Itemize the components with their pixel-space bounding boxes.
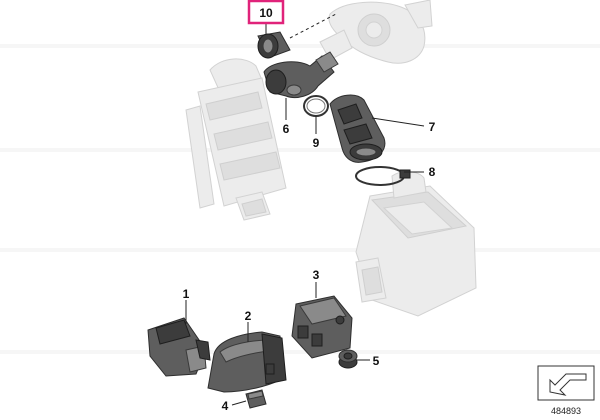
intercooler-ghost	[185, 58, 287, 221]
callout-6[interactable]: 6	[283, 122, 290, 136]
callout-2[interactable]: 2	[245, 309, 252, 323]
part-4-pad[interactable]	[245, 389, 267, 409]
callouts: 1 2 3 4 5 6 7 8 9 10	[183, 0, 436, 413]
callout-4[interactable]: 4	[222, 399, 229, 413]
callout-5[interactable]: 5	[373, 354, 380, 368]
callout-10[interactable]: 10	[259, 6, 273, 20]
leader-lines	[185, 13, 425, 406]
part-7-hose[interactable]	[329, 94, 386, 163]
callout-3[interactable]: 3	[313, 268, 320, 282]
callout-7[interactable]: 7	[429, 120, 436, 134]
part-2-duct[interactable]	[207, 331, 287, 393]
reference-block: 484893	[537, 365, 595, 416]
callout-1[interactable]: 1	[183, 287, 190, 301]
highlight-box-10	[247, 0, 285, 25]
callout-8[interactable]: 8	[429, 165, 436, 179]
reference-arrow-icon	[549, 373, 587, 396]
part-5-grommet[interactable]	[338, 349, 358, 369]
watermark	[0, 44, 600, 354]
callout-9[interactable]: 9	[313, 136, 320, 150]
part-9-ring[interactable]	[303, 95, 329, 117]
part-8-clamp[interactable]	[355, 166, 411, 186]
turbocharger-ghost	[319, 0, 433, 64]
part-6-elbow[interactable]	[263, 51, 339, 99]
air-filter-housing-ghost	[355, 171, 477, 317]
part-1-snorkel[interactable]	[147, 317, 211, 377]
part-3-module[interactable]	[291, 295, 353, 359]
part-10-seal[interactable]	[257, 31, 291, 59]
reference-number: 484893	[551, 406, 581, 416]
